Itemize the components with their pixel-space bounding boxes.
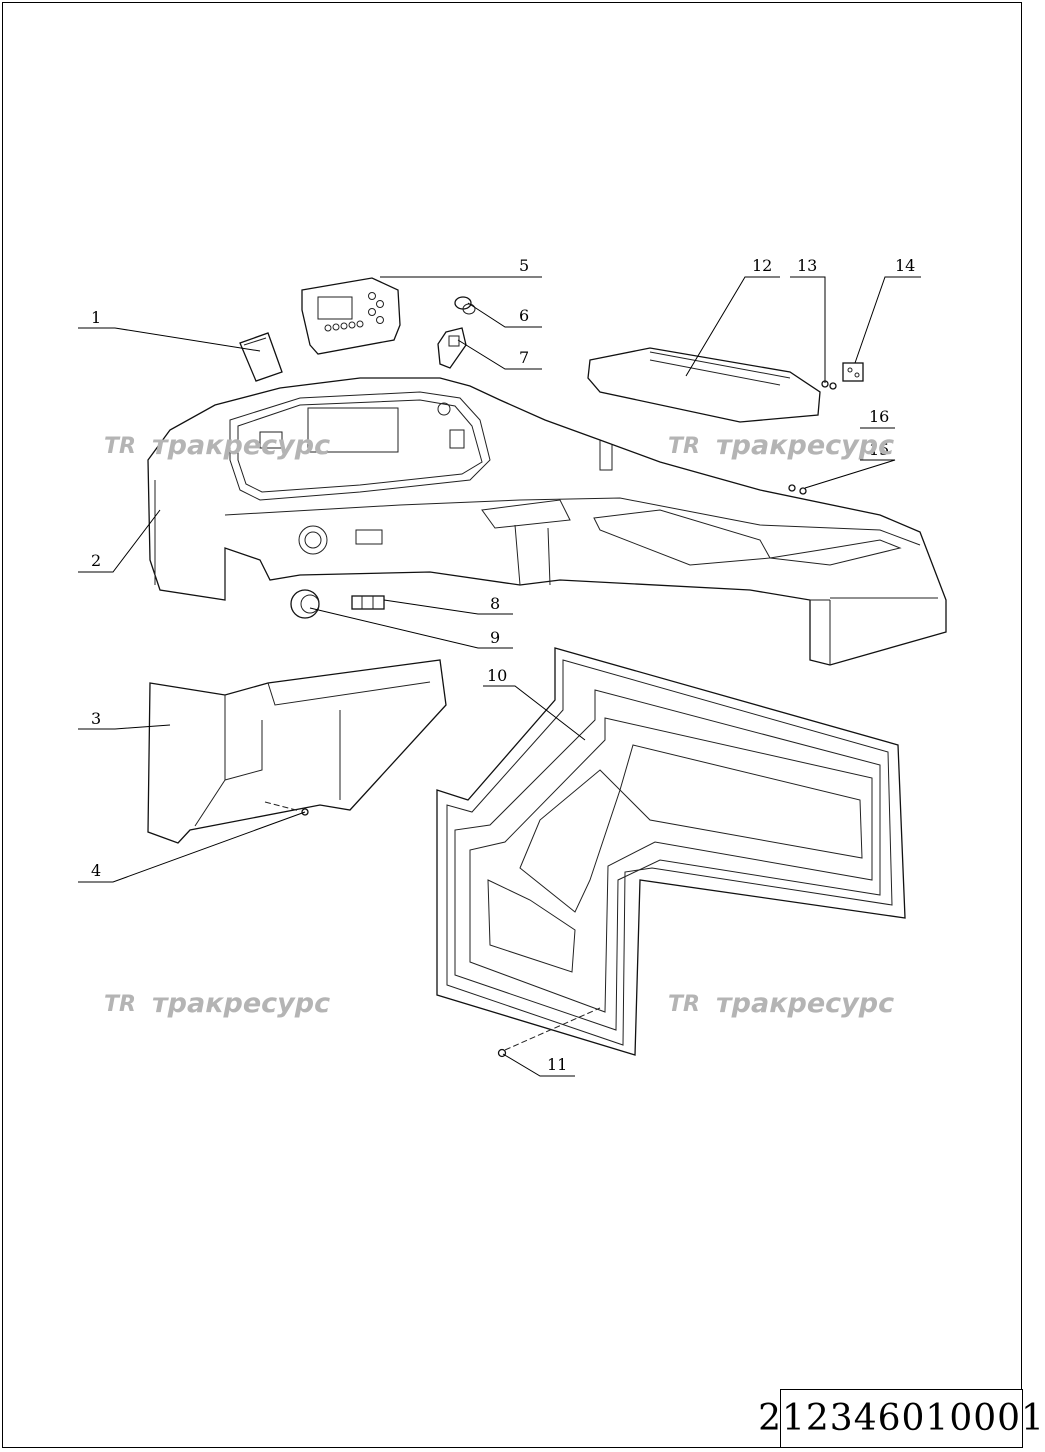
callout-7: 7 [519,348,529,367]
part-12-lid [587,347,821,423]
callout-15: 15 [869,440,889,459]
drawing-sheet [2,2,1022,1448]
part-10-floor-mat [436,647,906,1056]
part-13-screws [821,380,837,390]
watermark-text: тракресурс [152,988,330,1019]
watermark-top-left: TR тракресурс [104,430,330,461]
watermark-logo: TR [668,992,700,1017]
callout-3: 3 [91,709,101,728]
part-3-side-cover [147,659,447,844]
watermark-logo: TR [104,434,136,459]
callout-11: 11 [547,1055,567,1074]
part-5-display-unit [301,277,401,355]
watermark-bottom-right: TR тракресурс [668,988,894,1019]
callout-12: 12 [752,256,772,275]
part-14-hinge [842,362,864,382]
callout-14: 14 [895,256,915,275]
callout-1: 1 [91,308,101,327]
part-8-switch-block [351,595,385,610]
watermark-text: тракресурс [152,430,330,461]
watermark-text: тракресурс [716,988,894,1019]
part-15-16-fasteners [788,484,807,495]
callout-16: 16 [869,407,889,426]
drawing-code: 212346010001 [758,1398,1045,1439]
watermark-logo: TR [668,434,700,459]
callout-10: 10 [487,666,507,685]
callout-6: 6 [519,306,529,325]
part-1-plate [239,332,283,382]
callout-5: 5 [519,256,529,275]
part-6-knob [454,296,476,315]
part-console-body [147,377,947,666]
callout-4: 4 [91,861,101,880]
watermark-text: тракресурс [716,430,894,461]
callout-8: 8 [490,594,500,613]
part-9-round-knob [290,589,320,619]
callout-13: 13 [797,256,817,275]
callout-9: 9 [490,628,500,647]
drawing-code-box: 212346010001 [758,1389,1044,1448]
watermark-bottom-left: TR тракресурс [104,988,330,1019]
part-7-switch [437,327,467,369]
callout-2: 2 [91,551,101,570]
watermark-logo: TR [104,992,136,1017]
callout-labels: 1 2 3 4 5 6 7 8 9 10 11 12 13 14 15 16 [91,256,915,1074]
watermark-top-right: TR тракресурс [668,430,894,461]
leader-lines [78,276,921,1077]
